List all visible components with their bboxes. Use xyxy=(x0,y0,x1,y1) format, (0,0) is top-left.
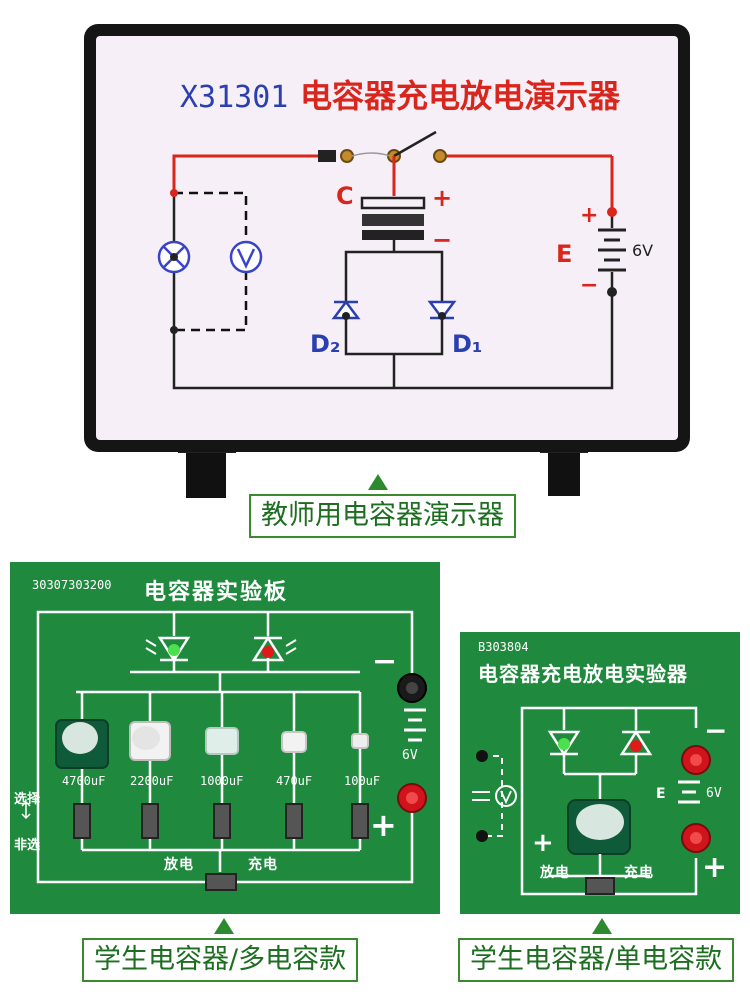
single-board-plus: + xyxy=(702,850,728,885)
capacitor-label-4700uf: 4700uF xyxy=(62,774,106,788)
caption-pointer-icon xyxy=(214,918,234,934)
demonstrator-caption: 教师用电容器演示器 xyxy=(249,494,516,538)
switch-contact-right xyxy=(433,149,447,163)
demonstrator-model: X31301 xyxy=(180,80,288,115)
multi-board-drawing xyxy=(10,562,440,914)
capacitor-label-minus: − xyxy=(432,226,452,254)
capacitor-label-c: C xyxy=(336,182,354,210)
multi-board-caption: 学生电容器/多电容款 xyxy=(82,938,359,982)
charge-discharge-switch[interactable] xyxy=(205,873,237,891)
select-switch-2200uf[interactable] xyxy=(141,803,159,839)
diode-label-d2: D₂ xyxy=(310,330,340,358)
capacitor-1000uf-icon xyxy=(205,727,239,755)
multi-board-plus: + xyxy=(370,806,397,844)
select-label-top: 选择 xyxy=(14,792,41,807)
select-switch-470uf[interactable] xyxy=(285,803,303,839)
single-capacitor-board: B303804 电容器充电放电实验器 − + E 6V + 放电 充电 xyxy=(460,632,740,914)
capacitor-plate-top xyxy=(360,196,426,210)
voltmeter-icon xyxy=(495,785,517,807)
battery-label-e: E xyxy=(556,240,572,268)
led-left-icon xyxy=(547,730,581,757)
capacitor-body xyxy=(362,214,424,226)
charge-label: 充电 xyxy=(248,857,278,873)
diode-d1-icon xyxy=(427,300,457,321)
diode-label-d1: D₁ xyxy=(452,330,482,358)
select-switch-4700uf[interactable] xyxy=(73,803,91,839)
single-board-drawing xyxy=(460,632,740,914)
single-board-plus-left: + xyxy=(532,828,554,858)
multi-board-title: 电容器实验板 xyxy=(144,580,289,605)
battery-label-plus: + xyxy=(580,203,598,228)
single-board-e-label: E xyxy=(656,786,666,802)
single-board-title: 电容器充电放电实验器 xyxy=(478,662,688,686)
demonstrator-title: 电容器充电放电演示器 xyxy=(300,77,621,115)
capacitor-plate-bottom xyxy=(362,230,424,240)
multi-board-serial: 30307303200 xyxy=(32,578,112,592)
single-board-minus: − xyxy=(704,714,728,747)
select-switch-1000uf[interactable] xyxy=(213,803,231,839)
capacitor-label-plus: + xyxy=(432,184,452,212)
voltmeter-post-bottom[interactable] xyxy=(476,830,488,842)
capacitor-label-1000uf: 1000uF xyxy=(200,774,244,788)
teacher-demonstrator: X31301 电容器充电放电演示器 C + − E + − 6V D₂ D₁ xyxy=(84,24,690,498)
caption-pointer-icon xyxy=(368,474,388,490)
switch-contact-left xyxy=(340,149,354,163)
updown-arrow-icon xyxy=(21,800,31,820)
select-label-bottom: 非选 xyxy=(14,838,41,853)
multi-capacitor-board: 30307303200 电容器实验板 4700uF 2200uF 1000uF … xyxy=(10,562,440,914)
battery-label-minus: − xyxy=(580,273,598,298)
single-board-caption: 学生电容器/单电容款 xyxy=(458,938,735,982)
resistor-body xyxy=(318,150,336,162)
led-right-icon xyxy=(251,635,285,662)
multi-board-minus: − xyxy=(372,644,398,679)
capacitor-470uf-icon xyxy=(281,731,307,753)
battery-voltage: 6V xyxy=(632,241,653,260)
caption-pointer-icon xyxy=(592,918,612,934)
capacitor-label-100uf: 100uF xyxy=(344,774,381,788)
multi-board-voltage: 6V xyxy=(402,748,418,763)
voltmeter-post-top[interactable] xyxy=(476,750,488,762)
demonstrator-drawing: X31301 电容器充电放电演示器 C + − E + − 6V D₂ D₁ xyxy=(84,24,690,498)
discharge-label: 放电 xyxy=(164,857,194,873)
single-board-voltage: 6V xyxy=(706,786,722,801)
switch-lever[interactable] xyxy=(393,130,437,158)
single-board-serial: B303804 xyxy=(478,640,529,654)
capacitor-label-470uf: 470uF xyxy=(276,774,313,788)
capacitor-label-2200uf: 2200uF xyxy=(130,774,174,788)
capacitor-100uf-icon xyxy=(351,733,369,749)
charge-discharge-switch[interactable] xyxy=(585,877,615,895)
led-left-icon xyxy=(157,636,191,663)
discharge-label: 放电 xyxy=(540,865,570,881)
select-switch-100uf[interactable] xyxy=(351,803,369,839)
charge-label: 充电 xyxy=(624,865,654,881)
